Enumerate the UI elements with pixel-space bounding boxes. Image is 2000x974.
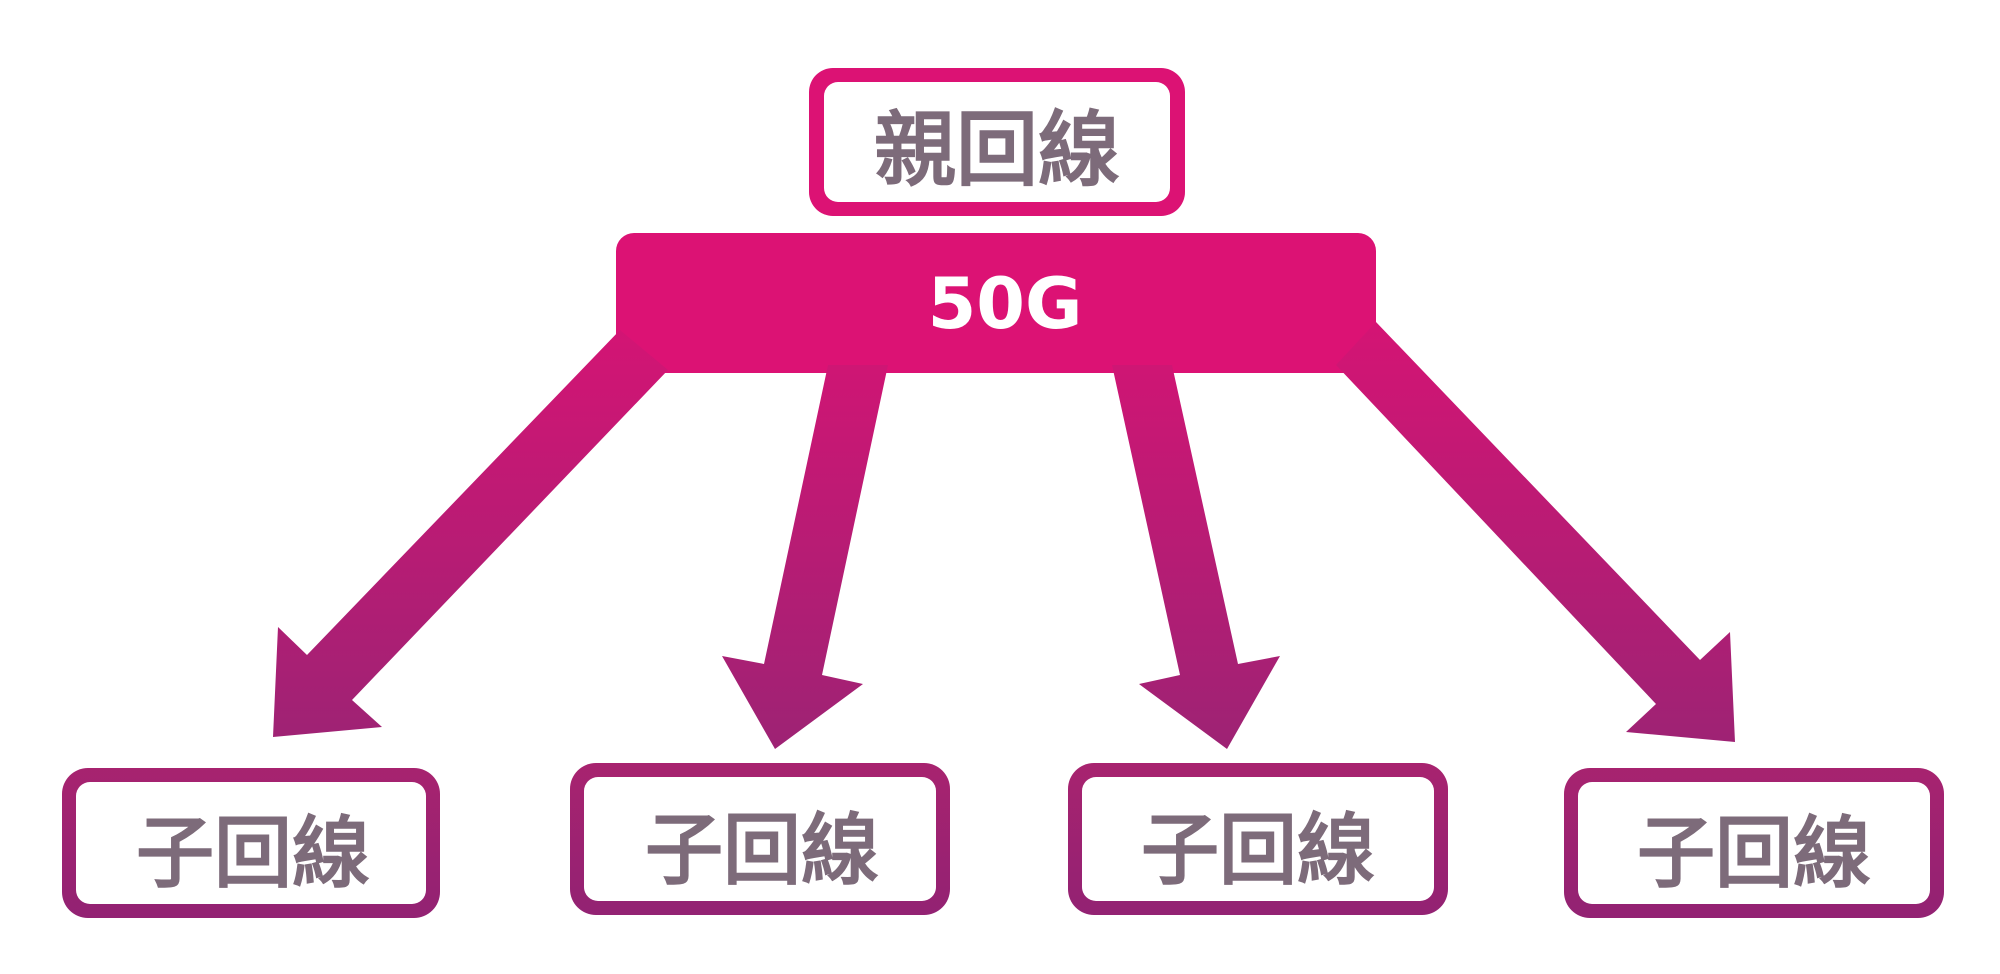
parent-line-label: 親回線 — [874, 103, 1120, 198]
arrow-to-child-4 — [1336, 322, 1735, 742]
arrow-to-child-2 — [722, 365, 888, 749]
child-line-box: 子回線 — [1564, 768, 1944, 918]
arrow-to-child-3 — [1112, 365, 1280, 749]
child-line-label: 子回線 — [1637, 809, 1871, 899]
capacity-label: 50G — [928, 263, 1083, 345]
child-line-label: 子回線 — [645, 806, 879, 896]
capacity-bar — [616, 233, 1376, 373]
child-line-label: 子回線 — [136, 809, 370, 899]
parent-line-box: 親回線 — [809, 68, 1185, 216]
child-line-box: 子回線 — [1068, 763, 1448, 915]
child-line-box: 子回線 — [62, 768, 440, 918]
child-line-box: 子回線 — [570, 763, 950, 915]
arrow-to-child-1 — [273, 330, 668, 737]
arrows — [273, 322, 1735, 749]
child-line-label: 子回線 — [1141, 806, 1375, 896]
